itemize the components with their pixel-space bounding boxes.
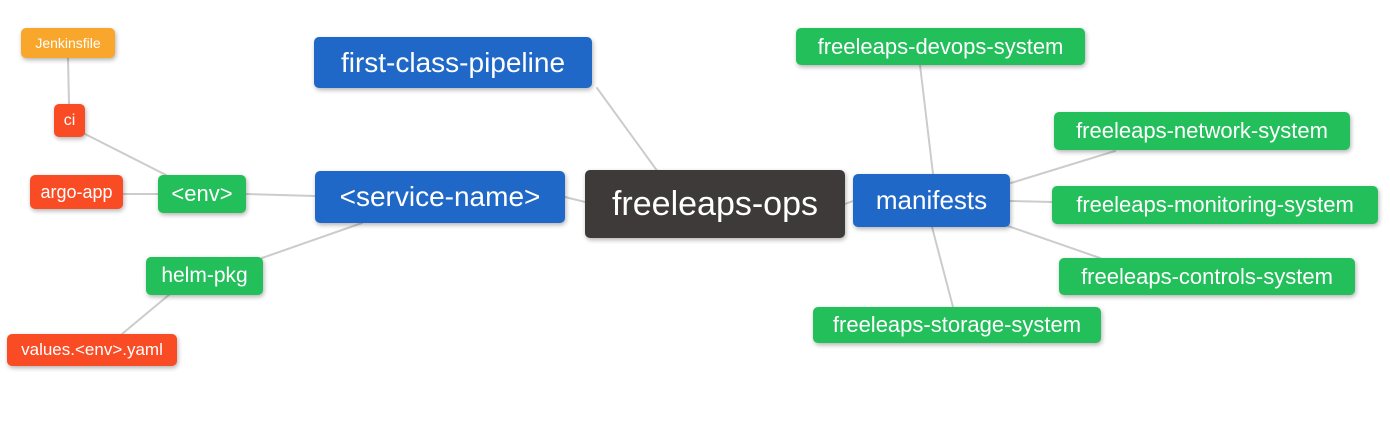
edge-ci-env xyxy=(84,133,167,176)
node-helm-pkg[interactable]: helm-pkg xyxy=(146,257,263,295)
node-freeleaps-network-system[interactable]: freeleaps-network-system xyxy=(1054,112,1350,150)
node-argo-app[interactable]: argo-app xyxy=(30,175,123,209)
edge-manifests-monitoring xyxy=(1009,200,1053,203)
node-values-env-yaml[interactable]: values.<env>.yaml xyxy=(7,334,177,366)
node-manifests[interactable]: manifests xyxy=(853,174,1010,227)
edge-manifests-controls xyxy=(1004,224,1101,259)
node-ci[interactable]: ci xyxy=(54,104,85,137)
edge-root-manifests xyxy=(844,200,854,205)
node-first-class-pipeline[interactable]: first-class-pipeline xyxy=(314,37,592,88)
edge-manifests-storage xyxy=(931,226,954,308)
node-freeleaps-storage-system[interactable]: freeleaps-storage-system xyxy=(813,307,1101,343)
node-service-name[interactable]: <service-name> xyxy=(315,171,565,223)
node-env[interactable]: <env> xyxy=(158,175,246,213)
node-root-freeleaps-ops[interactable]: freeleaps-ops xyxy=(585,170,845,238)
edge-pipeline-root xyxy=(596,87,659,173)
node-freeleaps-monitoring-system[interactable]: freeleaps-monitoring-system xyxy=(1052,186,1378,224)
edge-jenkinsfile-ci xyxy=(67,57,70,105)
edge-manifests-devops xyxy=(919,64,934,175)
node-freeleaps-controls-system[interactable]: freeleaps-controls-system xyxy=(1059,258,1355,295)
edge-service-name-root xyxy=(564,196,586,203)
edge-manifests-network xyxy=(1010,150,1116,184)
node-jenkinsfile[interactable]: Jenkinsfile xyxy=(21,28,115,58)
edge-env-service-name xyxy=(245,193,316,197)
edge-helm-pkg-service-name xyxy=(261,222,363,259)
node-freeleaps-devops-system[interactable]: freeleaps-devops-system xyxy=(796,28,1085,65)
edge-values-helm-pkg xyxy=(121,293,171,335)
